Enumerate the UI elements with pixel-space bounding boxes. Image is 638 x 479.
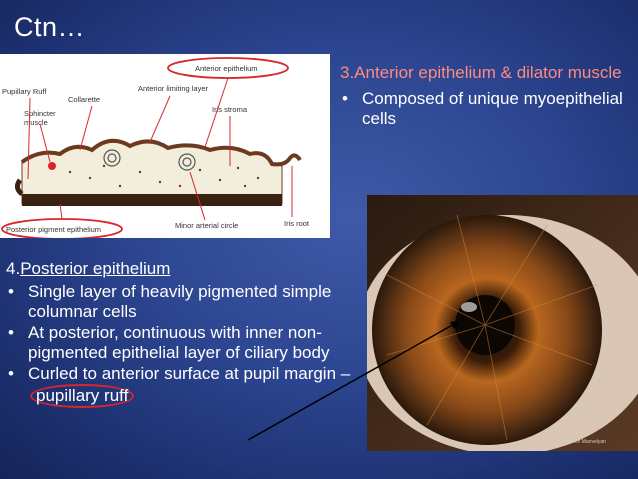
posterior-heading: 4.Posterior epithelium xyxy=(6,259,366,279)
bullet-text: Curled to anterior surface at pupil marg… xyxy=(28,364,351,383)
posterior-bullets: Single layer of heavily pigmented simple… xyxy=(6,282,366,408)
label-pupillary-ruff: Pupillary Ruff xyxy=(2,87,47,96)
posterior-heading-text: Posterior epithelium xyxy=(20,259,171,278)
photo-credit: Soren Manvelyan xyxy=(567,439,606,445)
bullet-item-ruff: Curled to anterior surface at pupil marg… xyxy=(6,364,366,408)
bullet-item: Composed of unique myoepithelial cells xyxy=(340,89,630,129)
label-sphincter-muscle: Sphincter muscle xyxy=(24,109,58,127)
posterior-epithelium-section: 4.Posterior epithelium Single layer of h… xyxy=(6,259,366,409)
anterior-heading: 3.Anterior epithelium & dilator muscle xyxy=(340,63,622,82)
slide-title: Ctn… xyxy=(14,12,86,42)
posterior-pigment-layer xyxy=(22,194,282,206)
label-collarette: Collarette xyxy=(68,95,100,104)
posterior-heading-number: 4. xyxy=(6,259,21,278)
label-iris-stroma: Iris stroma xyxy=(212,105,248,114)
sphincter-icon xyxy=(48,162,56,170)
iris-cross-section-diagram: Anterior epithelium Pupillary Ruff Colla… xyxy=(0,54,330,238)
label-iris-root: Iris root xyxy=(284,219,310,228)
anterior-border-layer xyxy=(20,138,302,167)
label-minor-arterial-circle: Minor arterial circle xyxy=(175,221,238,230)
bullet-item: At posterior, continuous with inner non-… xyxy=(6,323,366,363)
anterior-bullets: Composed of unique myoepithelial cells xyxy=(340,89,630,129)
iris-photo: Soren Manvelyan xyxy=(367,195,638,451)
anterior-epithelium-section: 3.Anterior epithelium & dilator muscle C… xyxy=(340,63,630,131)
label-posterior-pigment-epithelium: Posterior pigment epithelium xyxy=(6,225,101,234)
vessel-icons xyxy=(103,149,196,171)
label-anterior-limiting-layer: Anterior limiting layer xyxy=(138,84,209,93)
pupillary-ruff-highlight: pupillary ruff xyxy=(30,384,135,408)
label-sphincter-line1: Sphincter xyxy=(24,109,56,118)
label-sphincter-line2: muscle xyxy=(24,118,48,127)
bullet-item: Single layer of heavily pigmented simple… xyxy=(6,282,366,322)
label-anterior-epithelium: Anterior epithelium xyxy=(195,64,258,73)
